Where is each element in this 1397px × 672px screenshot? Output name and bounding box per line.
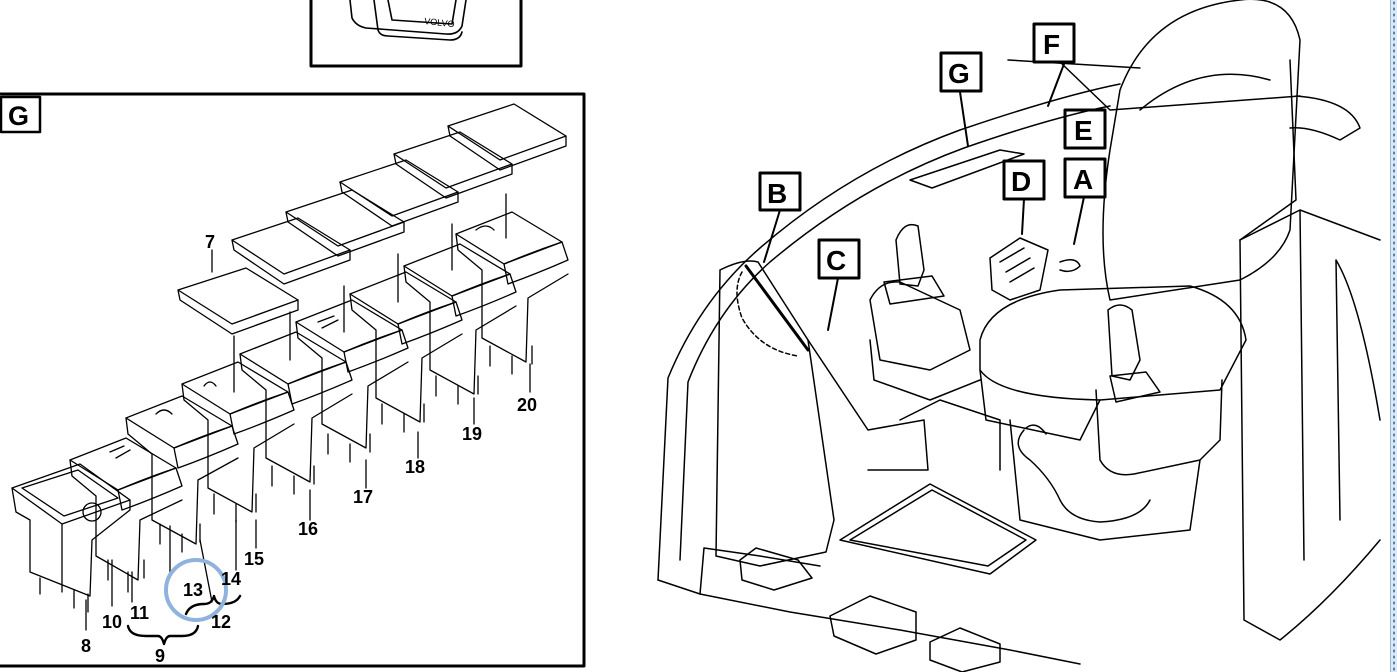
callout-12: 12 bbox=[211, 612, 231, 632]
highlight-circle bbox=[164, 558, 228, 622]
callout-8: 8 bbox=[81, 636, 91, 656]
callout-17: 17 bbox=[353, 487, 373, 507]
callout-19: 19 bbox=[462, 424, 482, 444]
callout-18: 18 bbox=[405, 457, 425, 477]
display-brand-text: VOLVO bbox=[424, 16, 455, 29]
callout-16: 16 bbox=[298, 519, 318, 539]
scrollbar-edge[interactable] bbox=[1390, 0, 1397, 672]
callout-7: 7 bbox=[205, 232, 215, 252]
display-detail-box bbox=[309, 0, 523, 68]
cab-label-b: B bbox=[767, 178, 787, 209]
callout-10: 10 bbox=[102, 612, 122, 632]
callout-20: 20 bbox=[517, 395, 537, 415]
callout-11: 11 bbox=[130, 603, 149, 623]
cab-drawing bbox=[657, 0, 1381, 672]
switch-panel-frame bbox=[0, 92, 586, 668]
callout-9: 9 bbox=[155, 646, 165, 666]
switch-panel-drawing bbox=[11, 103, 569, 646]
callout-14: 14 bbox=[221, 569, 241, 589]
callout-15: 15 bbox=[244, 549, 264, 569]
cab-label-g: G bbox=[948, 58, 970, 89]
cab-label-e: E bbox=[1074, 115, 1093, 146]
cab-label-f: F bbox=[1043, 29, 1060, 60]
panel-label: G bbox=[8, 101, 29, 131]
callout-13: 13 bbox=[183, 580, 203, 600]
cab-label-d: D bbox=[1011, 166, 1031, 197]
cab-label-c: C bbox=[826, 245, 846, 276]
cab-label-a: A bbox=[1073, 164, 1093, 195]
